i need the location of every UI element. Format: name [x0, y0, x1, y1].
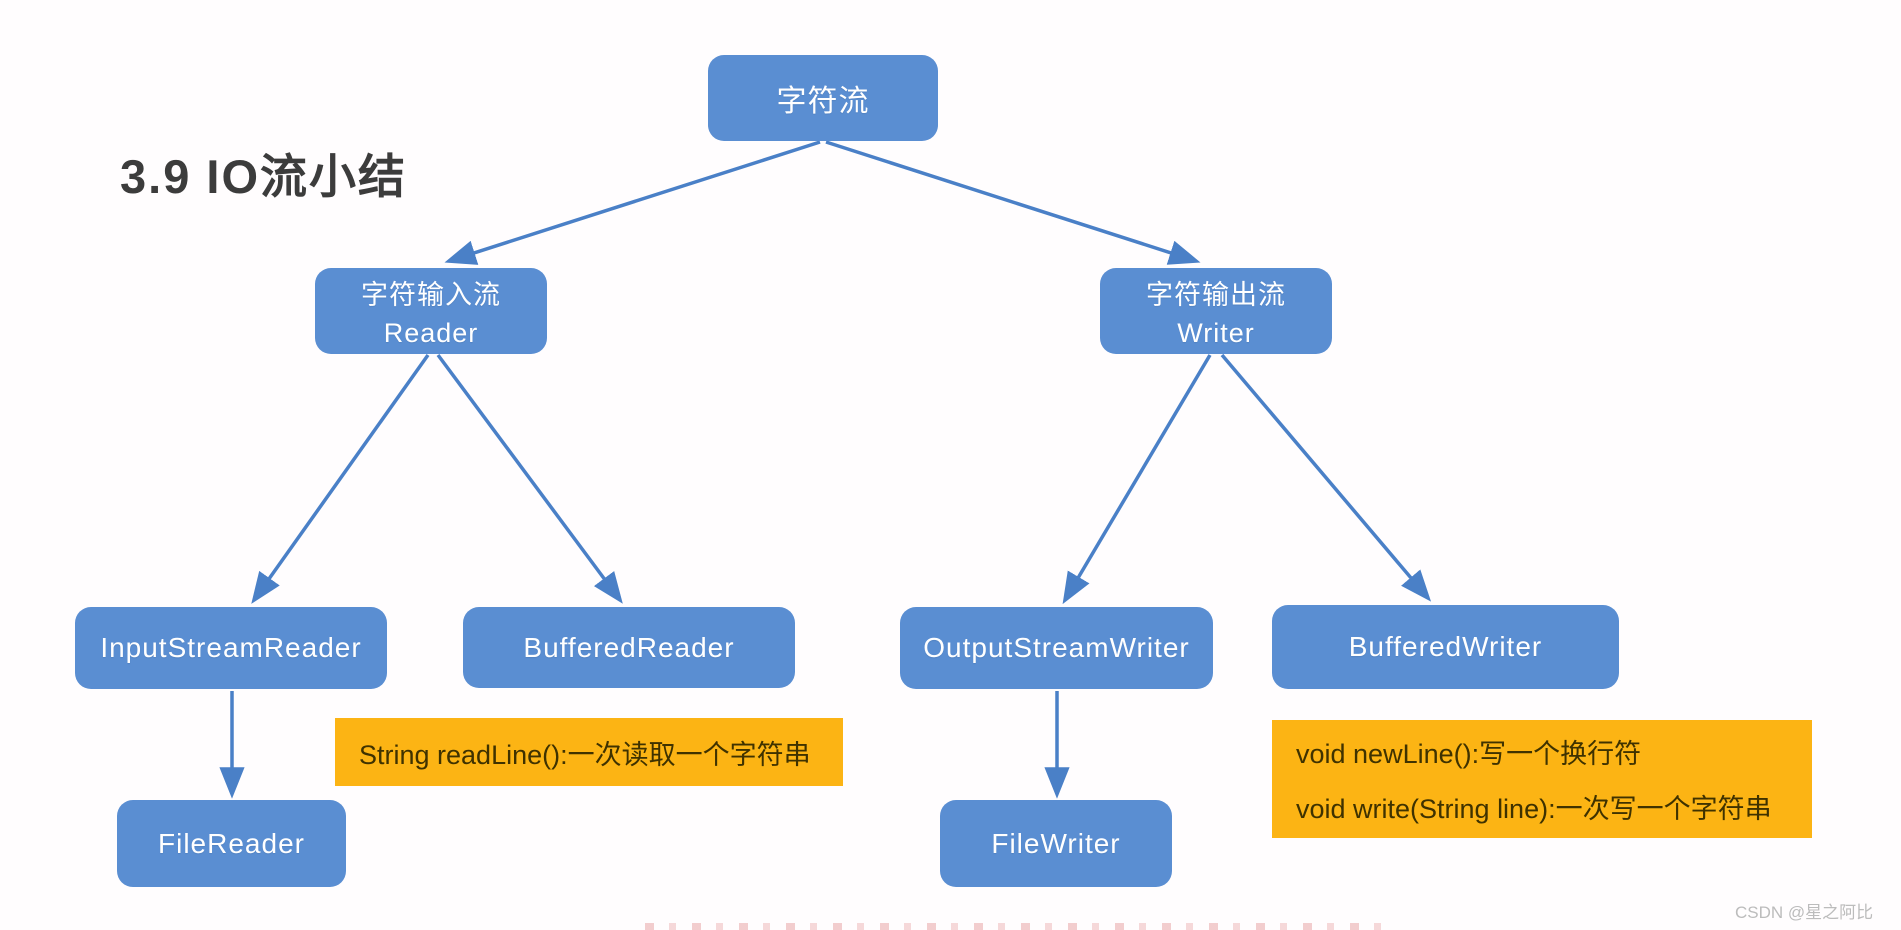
- node-file-writer: FileWriter: [940, 800, 1172, 887]
- cutoff-text-fragment: [645, 923, 1395, 930]
- node-writer: 字符输出流 Writer: [1100, 268, 1332, 354]
- node-file-reader-label: FileReader: [158, 827, 305, 859]
- note-buffered-writer-methods: void newLine():写一个换行符 void write(String …: [1272, 720, 1812, 838]
- note-readline-text: String readLine():一次读取一个字符串: [359, 739, 811, 770]
- node-reader-label-en: Reader: [383, 318, 479, 348]
- node-reader: 字符输入流 Reader: [315, 268, 547, 354]
- node-file-reader: FileReader: [117, 800, 346, 887]
- node-buffered-writer-label: BufferedWriter: [1348, 631, 1543, 662]
- note-buffered-reader-method: String readLine():一次读取一个字符串: [335, 718, 843, 786]
- node-buffered-reader-label: BufferedReader: [523, 631, 735, 663]
- node-char-stream: 字符流: [708, 55, 938, 141]
- note-newline-text: void newLine():写一个换行符: [1296, 739, 1642, 769]
- node-output-stream-writer-label: OutputStreamWriter: [923, 632, 1190, 663]
- node-buffered-writer: BufferedWriter: [1272, 605, 1619, 689]
- node-writer-label-en: Writer: [1177, 318, 1255, 348]
- node-writer-label-cn: 字符输出流: [1146, 280, 1286, 310]
- node-char-stream-label: 字符流: [776, 85, 870, 118]
- node-input-stream-reader: InputStreamReader: [75, 607, 387, 689]
- node-output-stream-writer: OutputStreamWriter: [900, 607, 1213, 689]
- note-writeline-text: void write(String line):一次写一个字符串: [1296, 794, 1772, 824]
- node-reader-label-cn: 字符输入流: [361, 280, 501, 310]
- node-file-writer-label: FileWriter: [991, 827, 1121, 859]
- csdn-watermark: CSDN @星之阿比: [1735, 903, 1874, 922]
- node-input-stream-reader-label: InputStreamReader: [100, 632, 362, 663]
- node-buffered-reader: BufferedReader: [463, 607, 795, 688]
- section-title: 3.9 IO流小结: [120, 150, 408, 203]
